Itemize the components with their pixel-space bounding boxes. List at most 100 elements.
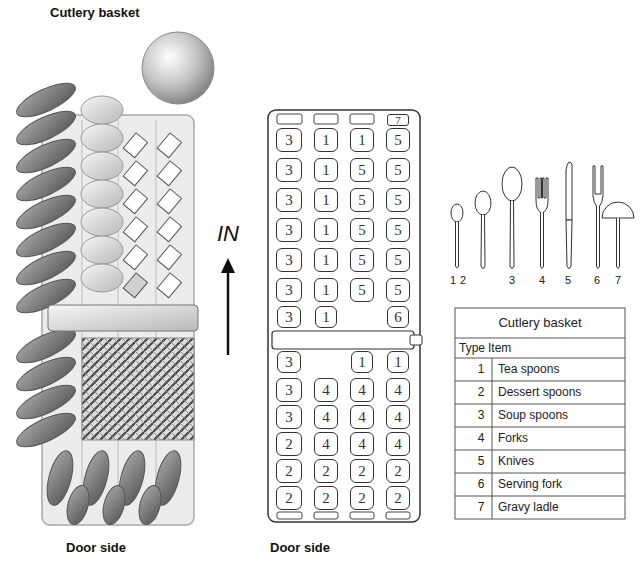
basket-outline: [268, 110, 420, 522]
table-cell: Tea spoons: [498, 362, 623, 377]
spoon-bowl: [81, 236, 123, 264]
knife-handle: [123, 245, 147, 270]
basket-slot: 5: [386, 158, 410, 182]
spoon-bowl: [99, 483, 129, 527]
diagram-title: Cutlery basket: [50, 5, 140, 20]
table-cell: 5: [472, 454, 490, 469]
ladle-icon: [617, 218, 620, 269]
callout-number: 5: [562, 274, 574, 287]
table-cell: 7: [472, 500, 490, 515]
table-cell: 1: [472, 362, 490, 377]
empty-slot: [314, 512, 338, 519]
slot-number: 5: [394, 163, 402, 178]
slot-number: 1: [322, 283, 330, 298]
basket-slot: 1: [314, 158, 338, 182]
knife-handles: [123, 133, 181, 298]
slot-number: 3: [285, 223, 293, 238]
fork-heads: [82, 338, 194, 440]
table-cell: Knives: [498, 454, 623, 469]
slot-number: 2: [394, 491, 402, 506]
spoon-bowl: [81, 124, 123, 152]
slot-number: 4: [358, 383, 366, 398]
slot-number: 5: [358, 163, 366, 178]
basket-slot: 5: [386, 188, 410, 212]
slot-number: 1: [358, 133, 366, 148]
basket-slot: 5: [350, 158, 374, 182]
spoon-bowl: [135, 483, 165, 527]
slot-number: 5: [394, 193, 402, 208]
basket-slot: 3: [276, 378, 302, 402]
basket-handle: [272, 331, 414, 349]
soup-spoon-icon: [510, 201, 514, 269]
orientation-label: Door side: [66, 540, 166, 555]
table-cell: 3: [472, 408, 490, 423]
table-cell: 6: [472, 477, 490, 492]
basket-slot: 4: [314, 378, 338, 402]
slot-number: 1: [358, 355, 366, 370]
orientation-label: Door side: [270, 540, 370, 555]
fork-icon: [536, 178, 548, 269]
cutlery-icons: [451, 162, 634, 269]
slot-number: 5: [394, 283, 402, 298]
knife-handle: [157, 161, 181, 186]
slot-number: 1: [322, 163, 330, 178]
callout-number: 3: [506, 274, 518, 287]
spoon-bowl: [63, 483, 93, 527]
slot-number: 5: [358, 193, 366, 208]
spoon-bowl: [81, 96, 123, 124]
ladle-bowl: [142, 32, 214, 104]
knife-handle: [157, 245, 181, 270]
slot-number: 3: [285, 133, 293, 148]
basket-slot: 2: [276, 486, 302, 510]
table-cell: Gravy ladle: [498, 500, 623, 515]
callout-number: 7: [612, 274, 624, 287]
callout-number: 6: [591, 274, 603, 287]
slot-number: 2: [285, 464, 293, 479]
spoon-bowl: [81, 152, 123, 180]
basket-slot: 5: [350, 188, 374, 212]
empty-slot: [314, 114, 338, 124]
slot-number: 3: [285, 283, 293, 298]
slot-number: 3: [285, 310, 293, 325]
basket-slot: 1: [350, 128, 374, 152]
table-border: [455, 308, 625, 519]
knife-handle: [123, 189, 147, 214]
table-column-line: [492, 358, 493, 519]
dessert-spoon-icon: [475, 191, 491, 215]
knife-handle: [123, 273, 147, 298]
empty-slot: [277, 512, 302, 519]
dessert-spoon-bowls: [42, 448, 186, 527]
spoon-bowl: [81, 264, 123, 292]
teaspoon-icon: [451, 204, 463, 222]
slot-number: 5: [394, 133, 402, 148]
basket-slot: 5: [386, 218, 410, 242]
basket-slot: 2: [276, 432, 302, 456]
table-cell: Serving fork: [498, 477, 623, 492]
basket-illustration: [12, 32, 214, 527]
slot-number: 1: [322, 133, 330, 148]
callout-number: 2: [457, 274, 469, 287]
serving-fork-icon: [593, 166, 603, 269]
basket-slot: 3: [276, 248, 302, 272]
slot-number: 2: [285, 437, 293, 452]
empty-slot: [350, 114, 374, 124]
basket-slot: 4: [350, 378, 374, 402]
spoon-bowl: [81, 180, 123, 208]
basket-slot: 2: [386, 459, 410, 483]
basket-slot: 3: [276, 278, 302, 302]
callout-number: 4: [536, 274, 548, 287]
direction-label: IN: [206, 222, 250, 246]
slot-number: 3: [285, 163, 293, 178]
slot-number: 1: [322, 193, 330, 208]
basket-slot: 3: [277, 351, 301, 373]
table-cell: Dessert spoons: [498, 385, 623, 400]
slot-number: 7: [395, 115, 401, 126]
knife-icon: [566, 220, 572, 269]
knife-handle: [123, 217, 147, 242]
slot-number: 4: [394, 437, 402, 452]
basket-slot: 4: [386, 432, 410, 456]
basket-slot: 1: [314, 188, 338, 212]
basket-schematic: [268, 110, 422, 522]
slot-number: 5: [394, 253, 402, 268]
